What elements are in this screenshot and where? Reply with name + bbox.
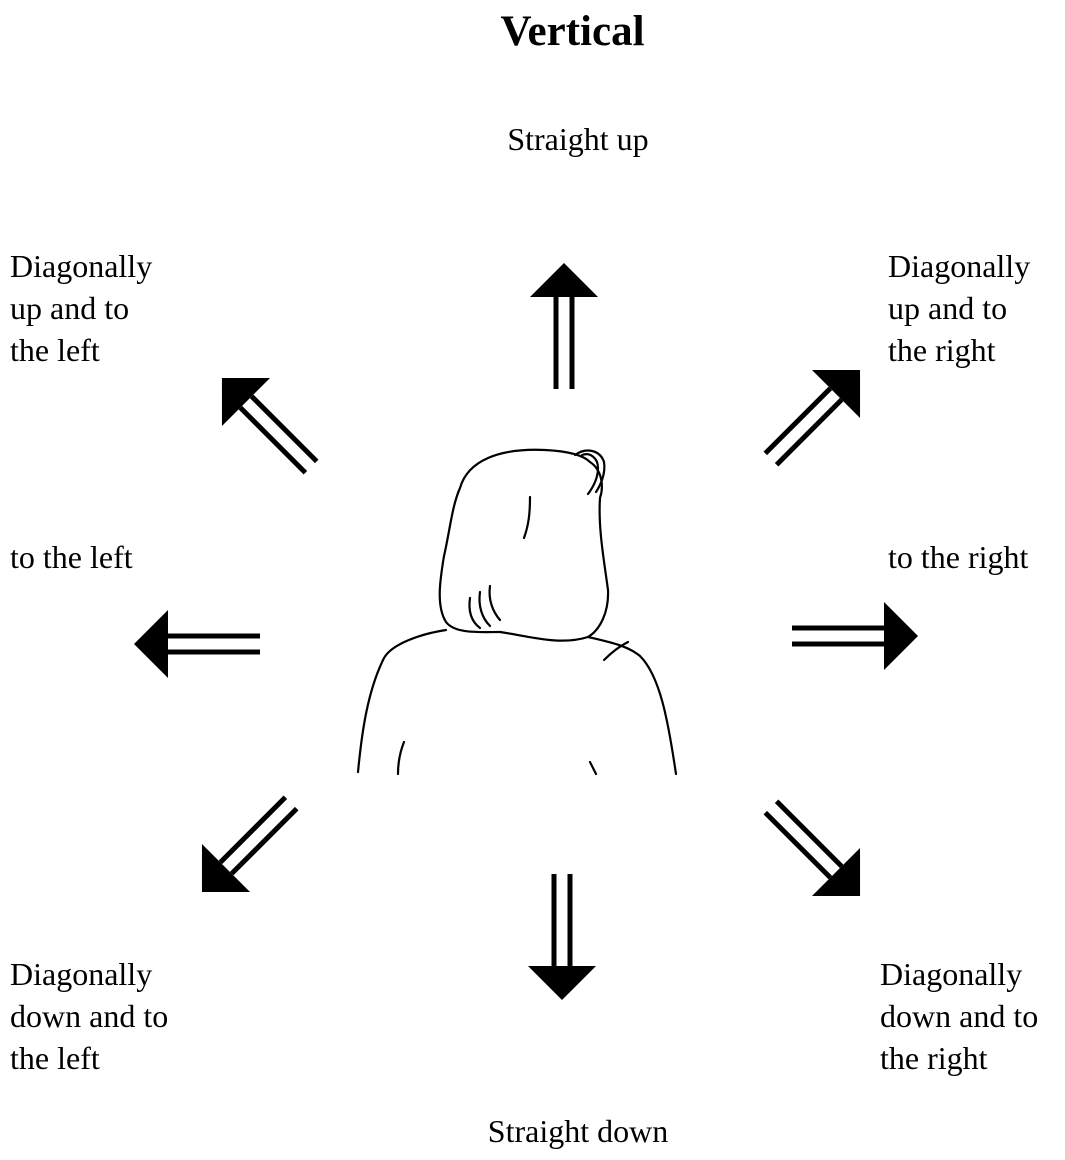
hair-curl	[573, 449, 606, 494]
arrow-up-right	[747, 346, 884, 483]
label-down-left-line-1: Diagonally	[10, 956, 153, 992]
arrow-down-left	[178, 779, 315, 916]
label-straight-down-text: Straight down	[487, 1113, 669, 1149]
shoulder-crease-right	[602, 640, 630, 662]
label-down-left-line-3: the left	[10, 1040, 100, 1076]
back-line-right	[588, 760, 598, 776]
label-down-left-line-2: down and to	[10, 998, 169, 1034]
label-up-left-line-2: up and to	[10, 290, 130, 326]
back-line-left	[396, 740, 406, 776]
hair-curl-2	[580, 453, 600, 496]
label-up-left: Diagonally up and to the left	[10, 245, 152, 371]
label-right-text: to the right	[888, 539, 1029, 575]
label-up-right: Diagonally up and to the right	[888, 245, 1030, 371]
label-down-right-line-3: the right	[880, 1040, 988, 1076]
hair-strand-4	[488, 584, 502, 622]
hair-strand-2	[468, 596, 482, 630]
torso-outline	[356, 628, 448, 774]
label-straight-up-text: Straight up	[507, 121, 649, 157]
label-up-right-line-2: up and to	[888, 290, 1008, 326]
label-straight-down: Straight down	[448, 1110, 708, 1152]
torso-outline-right	[586, 635, 678, 776]
label-down-right: Diagonally down and to the right	[880, 953, 1038, 1079]
label-down-right-line-1: Diagonally	[880, 956, 1023, 992]
label-up-right-line-1: Diagonally	[888, 248, 1031, 284]
label-straight-up: Straight up	[478, 118, 678, 160]
label-right: to the right	[888, 536, 1028, 578]
arrow-down	[528, 874, 596, 1000]
arrow-up-left	[198, 354, 335, 491]
hair-outline	[438, 448, 610, 642]
label-down-left: Diagonally down and to the left	[10, 953, 168, 1079]
arrow-right	[792, 602, 918, 670]
arrow-down-right	[747, 783, 884, 920]
hair-strand-1	[522, 495, 532, 540]
diagram-title: Vertical	[500, 8, 645, 55]
arrow-up	[530, 263, 598, 389]
label-down-right-line-2: down and to	[880, 998, 1039, 1034]
label-left: to the left	[10, 536, 133, 578]
label-up-left-line-1: Diagonally	[10, 248, 153, 284]
person-back-view-icon	[356, 448, 678, 776]
hair-strand-3	[478, 590, 492, 628]
arrow-left	[134, 610, 260, 678]
label-up-left-line-3: the left	[10, 332, 100, 368]
label-up-right-line-3: the right	[888, 332, 996, 368]
label-left-text: to the left	[10, 539, 133, 575]
